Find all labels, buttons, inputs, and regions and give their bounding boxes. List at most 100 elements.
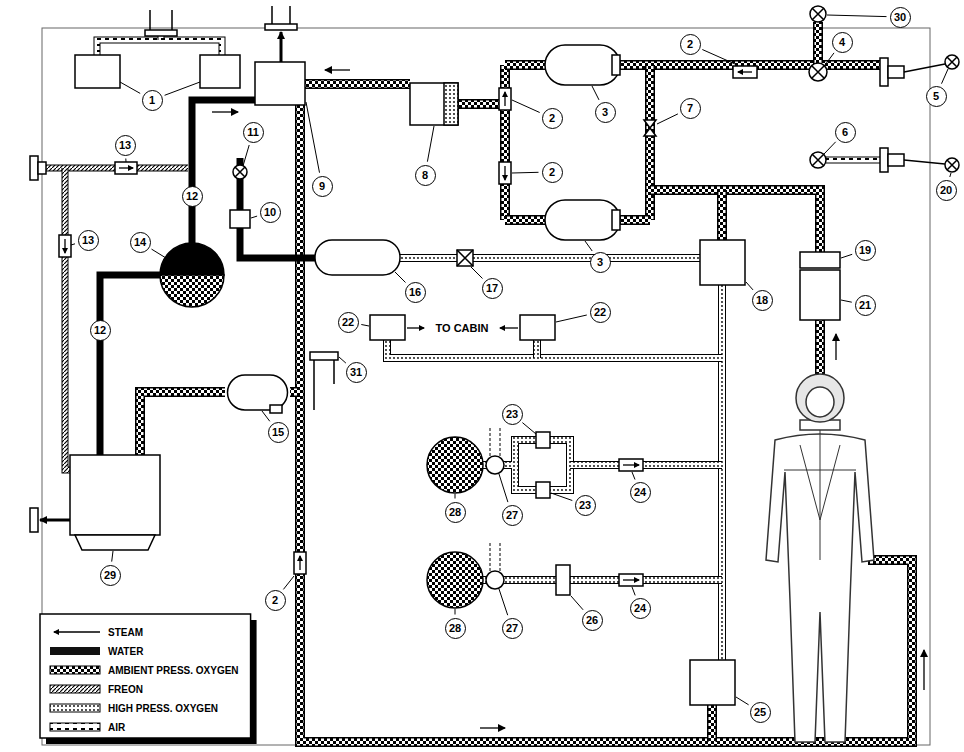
callout-number: 22 [338,312,359,333]
leader-line [112,551,113,562]
flow-arrow [500,327,518,328]
pipe-line [647,65,654,220]
pipe-line [718,285,726,660]
callout-number: 6 [835,122,856,143]
callout-number: 31 [346,362,367,383]
pipe-line [620,217,650,224]
component [619,459,643,471]
component [75,55,120,88]
callout-number: 24 [630,482,651,503]
astronaut-figure [784,430,856,560]
callout-number: 21 [855,295,876,316]
legend-box [50,704,100,712]
flow-arrow [325,69,350,70]
pipe-line [645,65,655,220]
legend-box [40,614,251,738]
component [545,45,620,85]
component [233,165,247,179]
component [294,552,306,574]
component [733,66,757,78]
component [30,156,38,180]
component [410,83,458,125]
callout-number: 26 [582,610,603,631]
pipe-line [140,392,225,455]
callout-number: 1 [142,90,163,111]
component [160,243,224,275]
leader-line [283,576,294,589]
component [690,660,735,705]
flow-arrow [407,327,424,328]
legend-box [50,723,100,731]
pipe-line [815,22,822,63]
pipe-line [387,340,722,358]
callout-number: 3 [590,252,611,273]
leader-line [592,86,599,100]
leader-line [950,173,951,177]
leader-line [942,69,949,84]
pipe-line [100,275,160,455]
pipe-line [300,105,912,742]
callout-number: 23 [502,404,523,425]
component [812,66,824,78]
callout-number: 17 [482,278,503,299]
callout-number: 2 [542,108,563,129]
astronaut-figure [766,374,874,742]
pipe-line [826,157,880,164]
component [315,240,400,275]
callout-number: 16 [405,282,426,303]
component [880,148,888,172]
flow-label: TO CABIN [434,322,491,334]
component [536,482,550,498]
pipe-line [240,228,315,258]
component [59,235,71,257]
leader-line [841,254,852,258]
component [556,565,570,595]
flow-arrow [623,464,639,465]
leader-line [165,82,200,95]
pipe-line [305,81,410,88]
pipe-line [290,389,300,396]
legend-text: HIGH PRESS. OXYGEN [108,703,218,714]
callout-number: 2 [265,590,286,611]
legend-text: FREON [108,684,143,695]
leader-line [455,494,456,499]
pipe-line [305,79,410,89]
pipe-line [534,340,540,358]
callout-number: 22 [590,302,611,323]
component [486,456,504,474]
component [200,55,240,88]
pipe-line [719,285,725,660]
pipe-line [65,168,70,470]
flow-arrow [40,519,70,522]
leader-line [824,142,836,154]
callout-number: 15 [268,422,289,443]
pipe-line [458,99,505,109]
callout-number: 19 [855,240,876,261]
leader-line [120,82,140,93]
leader-line [152,249,167,258]
pipe-line [815,320,825,374]
flow-arrow [504,166,505,180]
callout-number: 9 [312,176,333,197]
leader-line [471,267,483,279]
legend-box [40,614,257,744]
pipe-line [505,62,545,69]
legend-box [54,631,100,633]
component [310,352,338,360]
component [809,63,827,81]
component [812,8,824,20]
component [947,57,957,67]
component [38,162,46,174]
component [904,160,945,164]
pipe-line [400,255,700,261]
component [75,535,155,550]
callout-number: 12 [90,320,111,341]
component [945,158,959,172]
flow-arrow [212,111,238,112]
pipe-line [387,340,722,358]
component [270,405,282,413]
flow-arrow [923,650,924,690]
flow-arrow [280,32,283,62]
leader-line [243,145,249,166]
